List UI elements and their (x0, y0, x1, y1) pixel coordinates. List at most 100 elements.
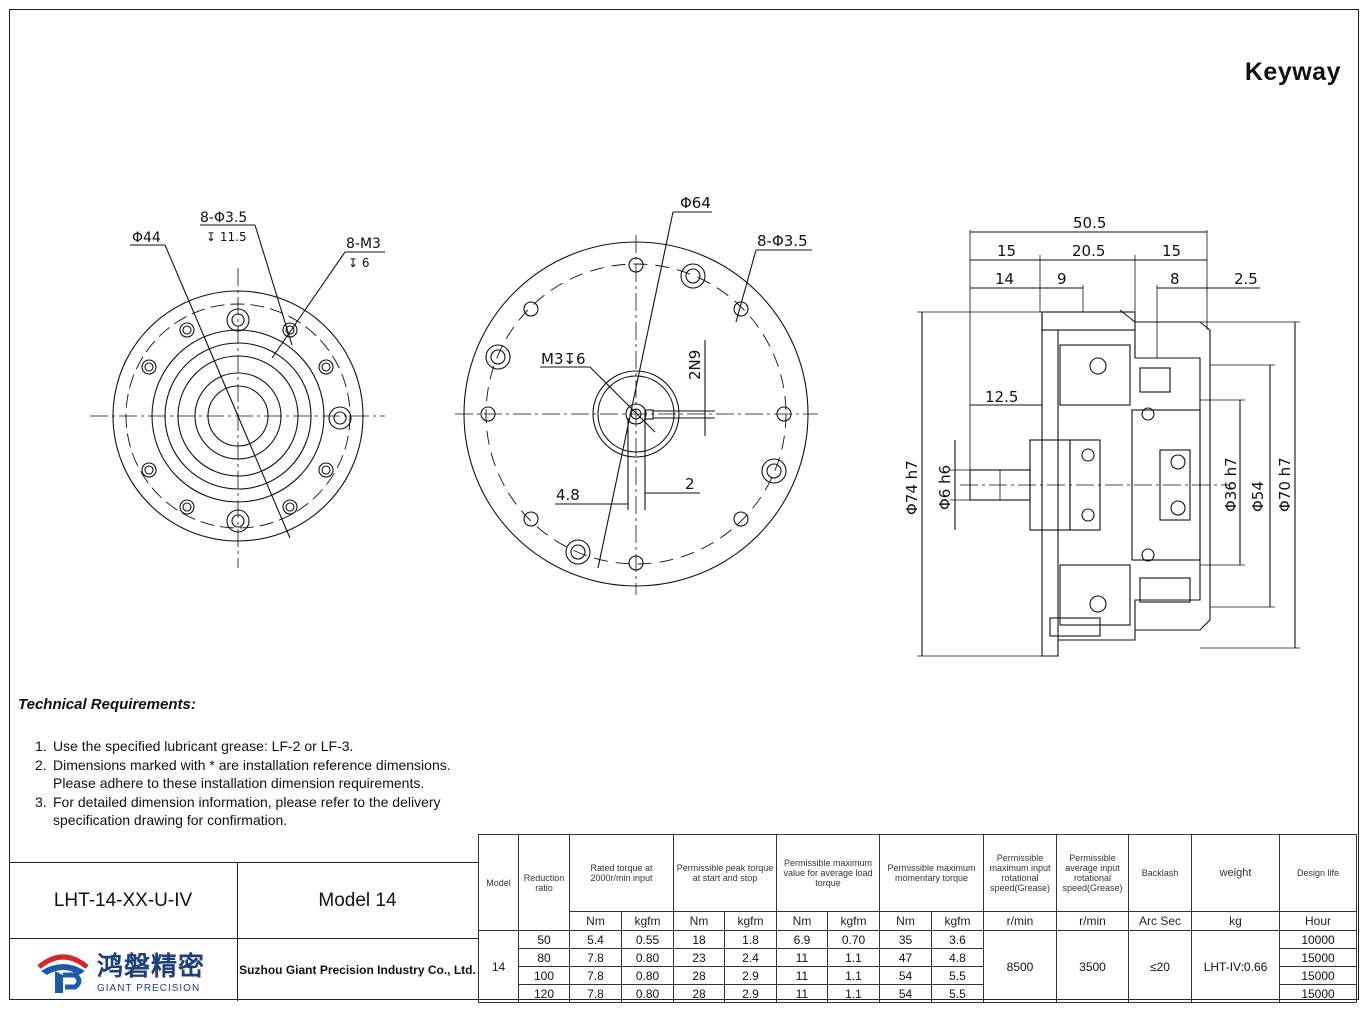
right-dim-phi70: Φ70 h7 (1276, 457, 1294, 512)
avg-speed-cell: 3500 (1056, 930, 1129, 1003)
model-cell: 14 (478, 930, 519, 1003)
table-cell: 15000 (1279, 966, 1357, 985)
table-cell: 7.8 (569, 948, 622, 967)
middle-dim-2: 2 (685, 475, 695, 493)
table-cell: 1.1 (827, 966, 880, 985)
right-dim-phi54: Φ54 (1249, 481, 1267, 512)
middle-dim-m3: M3↧6 (541, 350, 586, 368)
middle-view-holes (480, 257, 792, 571)
tech-req-item: 2. Dimensions marked with * are installa… (35, 756, 451, 792)
company-logo-text: GIANT PRECISION (97, 983, 201, 994)
weight-cell: LHT-IV:0.66 (1191, 930, 1280, 1003)
table-cell: 2.9 (724, 984, 777, 1003)
table-cell: 23 (673, 948, 725, 967)
unit-cell: Hour (1279, 911, 1357, 931)
model-name: Model 14 (318, 889, 397, 911)
table-cell: 35 (879, 930, 932, 949)
table-cell: 10000 (1279, 930, 1357, 949)
table-cell: 80 (518, 948, 570, 967)
table-cell: 0.55 (621, 930, 674, 949)
header-avg-speed: Permissible average input rotational spe… (1056, 834, 1129, 912)
left-dim-thread-depth: ↧ 6 (348, 256, 370, 270)
unit-cell: Nm (879, 911, 932, 931)
unit-cell: kgfm (621, 911, 674, 931)
table-cell: 120 (518, 984, 570, 1003)
right-dim-12.5: 12.5 (985, 388, 1018, 406)
right-dim-15b: 15 (1162, 242, 1181, 260)
tech-req-title: Technical Requirements: (18, 696, 196, 713)
tech-req-item: 1. Use the specified lubricant grease: L… (35, 738, 354, 754)
table-cell: 15000 (1279, 948, 1357, 967)
table-cell: 28 (673, 966, 725, 985)
table-cell: 28 (673, 984, 725, 1003)
header-momentary-torque: Permissible maximum momentary torque (879, 834, 984, 912)
unit-cell: kg (1191, 911, 1280, 931)
left-front-view: Φ44 8-Φ3.5 ↧ 11.5 8-M3 ↧ 6 (90, 210, 385, 568)
table-cell: 7.8 (569, 966, 622, 985)
right-dim-14: 14 (995, 270, 1014, 288)
title-block: LHT-14-XX-U-IV Model 14 鸿磐精密 GIANT PRECI… (9, 862, 478, 1001)
unit-cell: kgfm (827, 911, 880, 931)
table-cell: 1.1 (827, 948, 880, 967)
unit-cell: r/min (1056, 911, 1129, 931)
technical-drawing: Φ44 8-Φ3.5 ↧ 11.5 8-M3 ↧ 6 (90, 194, 1300, 657)
table-cell: 2.4 (724, 948, 777, 967)
right-dim-15a: 15 (997, 242, 1016, 260)
middle-dim-2n9: 2N9 (686, 350, 704, 380)
company-full-name: Suzhou Giant Precision Industry Co., Ltd… (239, 963, 476, 977)
table-cell: 5.4 (569, 930, 622, 949)
right-dim-phi6: Φ6 h6 (936, 465, 954, 510)
table-cell: 2.9 (724, 966, 777, 985)
right-dim-8: 8 (1170, 270, 1180, 288)
table-cell: 54 (879, 966, 932, 985)
right-dim-50.5: 50.5 (1073, 214, 1106, 232)
left-dim-thread: 8-M3 (346, 236, 381, 252)
unit-cell: Nm (673, 911, 725, 931)
table-cell: 11 (776, 984, 828, 1003)
unit-cell: Arc Sec (1128, 911, 1192, 931)
unit-cell: Nm (569, 911, 622, 931)
table-cell: 3.6 (931, 930, 984, 949)
table-cell: 1.1 (827, 984, 880, 1003)
tech-req-item: 3. For detailed dimension information, p… (35, 793, 441, 829)
table-cell: 0.80 (621, 966, 674, 985)
table-cell: 4.8 (931, 948, 984, 967)
giant-precision-logo-icon (37, 954, 89, 993)
middle-dim-d64: Φ64 (680, 194, 711, 212)
page-title: Keyway (1244, 58, 1341, 86)
middle-dim-4.8: 4.8 (556, 486, 580, 504)
table-cell: 11 (776, 966, 828, 985)
table-cell: 100 (518, 966, 570, 985)
header-backlash: Backlash (1128, 834, 1192, 912)
part-number: LHT-14-XX-U-IV (53, 889, 193, 911)
header-weight: weight (1191, 834, 1280, 912)
header-max-speed: Permissible maximum input rotational spe… (983, 834, 1057, 912)
header-model: Model (478, 834, 519, 931)
left-dim-d44: Φ44 (132, 230, 161, 246)
backlash-cell: ≤20 (1128, 930, 1192, 1003)
table-cell: 54 (879, 984, 932, 1003)
right-dim-9: 9 (1057, 270, 1067, 288)
unit-cell: r/min (983, 911, 1057, 931)
right-section-view: 50.5 15 20.5 15 14 9 8 2.5 12.5 Φ74 h7 Φ… (903, 214, 1300, 657)
table-cell: 0.80 (621, 984, 674, 1003)
middle-rear-view: Φ64 8-Φ3.5 M3↧6 2N9 4.8 2 (455, 194, 818, 595)
left-dim-holes: 8-Φ3.5 (200, 210, 247, 226)
header-peak-torque: Permissible peak torque at start and sto… (673, 834, 777, 912)
left-dim-hole-depth: ↧ 11.5 (206, 230, 247, 244)
right-dim-phi74: Φ74 h7 (903, 460, 921, 515)
table-cell: 5.5 (931, 984, 984, 1003)
max-speed-cell: 8500 (983, 930, 1057, 1003)
header-design-life: Design life (1279, 834, 1357, 912)
unit-cell: kgfm (931, 911, 984, 931)
unit-cell: Nm (776, 911, 828, 931)
table-cell: 18 (673, 930, 725, 949)
header-rated-torque: Rated torque at 2000r/min input (569, 834, 674, 912)
tech-req-list: 1. Use the specified lubricant grease: L… (35, 737, 493, 830)
table-cell: 7.8 (569, 984, 622, 1003)
right-dim-phi36: Φ36 h7 (1222, 457, 1240, 512)
table-cell: 11 (776, 948, 828, 967)
table-cell: 5.5 (931, 966, 984, 985)
table-cell: 0.80 (621, 948, 674, 967)
